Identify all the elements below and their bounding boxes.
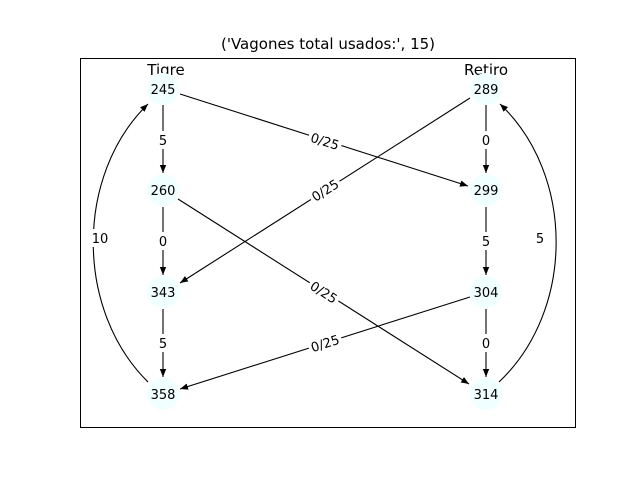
edge-label-304-358-text: 0/25 <box>309 333 341 356</box>
edge-label-304-314: 0 <box>478 334 494 352</box>
edge-label-358-245: 10 <box>88 229 112 247</box>
edge-label-304-314-text: 0 <box>482 337 490 352</box>
node-358: 358 <box>147 378 179 410</box>
edge-label-289-343: 0/25 <box>305 173 345 207</box>
node-289: 289 <box>470 73 502 105</box>
node-label-314: 314 <box>474 388 499 403</box>
node-label-304: 304 <box>474 286 499 301</box>
edge-label-245-299: 0/25 <box>306 127 344 155</box>
node-label-245: 245 <box>151 83 176 98</box>
edge-label-260-314: 0/25 <box>304 275 344 309</box>
edge-label-260-343: 0 <box>155 232 171 250</box>
edge-label-299-304: 5 <box>478 232 494 250</box>
plot-frame <box>80 58 576 428</box>
node-label-343: 343 <box>151 286 176 301</box>
node-260: 260 <box>147 174 179 206</box>
edge-label-245-260: 5 <box>155 131 171 149</box>
station-label-tigre: Tigre <box>146 61 184 79</box>
station-label-retiro: Retiro <box>464 61 508 79</box>
edge-label-245-260-text: 5 <box>159 134 167 149</box>
edge-label-289-299: 0 <box>478 131 494 149</box>
edge-label-289-299-text: 0 <box>482 134 490 149</box>
node-314: 314 <box>470 378 502 410</box>
edge-label-358-245-text: 10 <box>92 232 109 247</box>
node-label-358: 358 <box>151 388 176 403</box>
node-343: 343 <box>147 276 179 308</box>
edge-label-245-299-text: 0/25 <box>308 131 340 154</box>
edge-label-314-289-text: 5 <box>536 232 544 247</box>
edge-label-314-289: 5 <box>532 229 548 247</box>
edge-314-289 <box>498 103 557 383</box>
node-label-260: 260 <box>151 184 176 199</box>
diagram-title: ('Vagones total usados:', 15) <box>221 35 435 53</box>
edge-label-299-304-text: 5 <box>482 235 490 250</box>
edge-label-343-358: 5 <box>155 334 171 352</box>
node-label-299: 299 <box>474 184 499 199</box>
node-304: 304 <box>470 276 502 308</box>
node-label-289: 289 <box>474 83 499 98</box>
edge-label-343-358-text: 5 <box>159 337 167 352</box>
edge-label-260-343-text: 0 <box>159 235 167 250</box>
edge-label-304-358: 0/25 <box>306 329 344 357</box>
node-299: 299 <box>470 174 502 206</box>
node-245: 245 <box>147 73 179 105</box>
